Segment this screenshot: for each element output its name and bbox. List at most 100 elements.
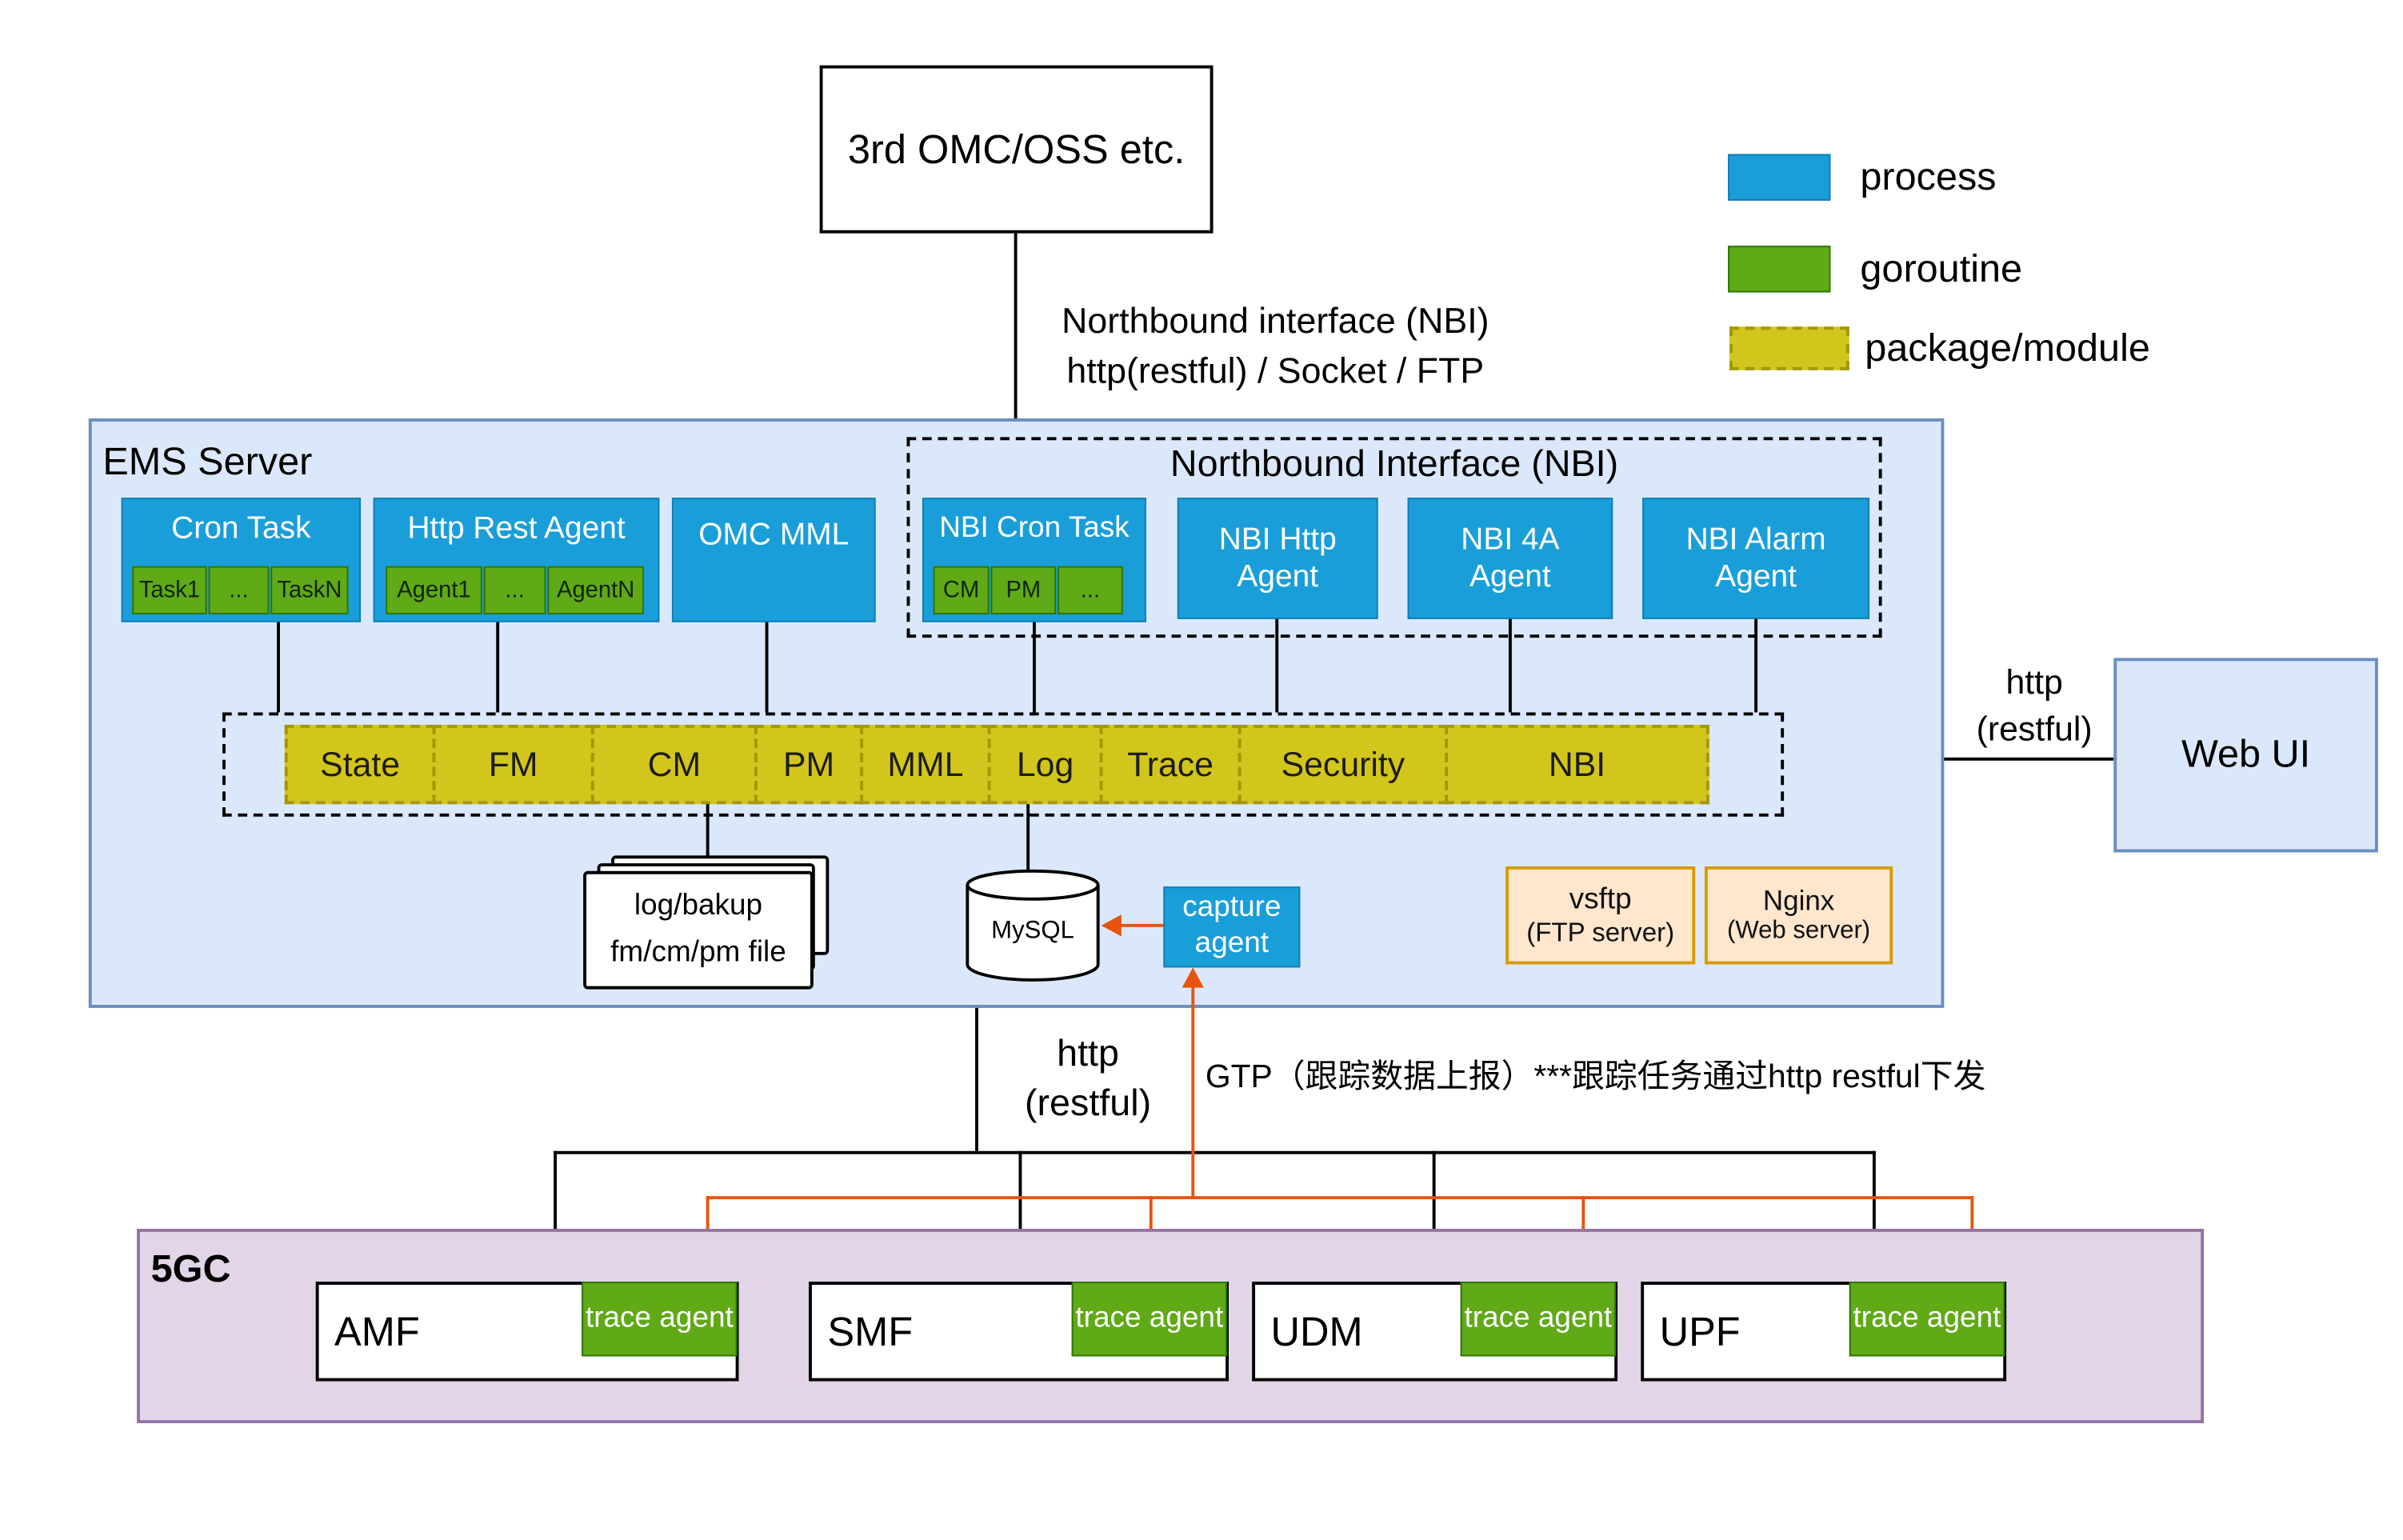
vsftp-box: vsftp (FTP server) — [1505, 866, 1696, 965]
legend-package-swatch — [1729, 326, 1849, 370]
vsftp-name: vsftp — [1569, 882, 1632, 916]
cron-task-item: TaskN — [270, 566, 349, 614]
south-http-label: http (restful) — [1006, 1030, 1170, 1130]
upf-label: UPF — [1659, 1307, 1741, 1354]
module-mml: MML — [860, 725, 991, 805]
drop-smf — [1018, 1150, 1022, 1282]
mysql-db: MySQL — [964, 868, 1101, 983]
external-omc-oss-label: 3rd OMC/OSS etc. — [847, 125, 1186, 172]
smf-label: SMF — [827, 1307, 914, 1354]
file-stack-line2: fm/cm/pm file — [610, 936, 786, 970]
south-http-line2: (restful) — [1024, 1082, 1152, 1126]
http-rest-agent-item: ... — [483, 566, 546, 614]
module-nbi: NBI — [1445, 725, 1709, 805]
module-security: Security — [1237, 725, 1449, 805]
gtp-label: GTP（跟踪数据上报）***跟踪任务通过http restful下发 — [1205, 1059, 1986, 1095]
webui-http-line1: http — [2005, 662, 2063, 702]
module-trace: Trace — [1099, 725, 1241, 805]
module-fm: FM — [432, 725, 594, 805]
nginx-desc: (Web server) — [1726, 918, 1871, 945]
connector-httprest-modules — [496, 622, 500, 713]
nbi-cron-task-items: CM PM ... — [933, 566, 1125, 614]
nginx-name: Nginx — [1762, 885, 1835, 917]
bus-horizontal — [554, 1150, 1876, 1154]
legend-goroutine-swatch — [1728, 246, 1831, 293]
modules-row: State FM CM PM MML Log Trace Security NB… — [284, 725, 1709, 805]
line-capture-to-mysql — [1118, 923, 1164, 927]
arrow-capture-to-mysql — [1101, 914, 1122, 937]
upf-box: UPF trace agent — [1641, 1282, 2007, 1382]
cron-task-title: Cron Task — [171, 511, 311, 546]
amf-box: AMF trace agent — [315, 1282, 739, 1382]
webui-http-label: http (restful) — [1957, 659, 2112, 751]
legend-process-label: process — [1860, 155, 1997, 199]
smf-box: SMF trace agent — [809, 1282, 1229, 1382]
udm-label: UDM — [1270, 1307, 1363, 1354]
legend-process-swatch — [1728, 154, 1831, 201]
connector-nbihttp-modules — [1275, 618, 1279, 713]
http-rest-agent-items: Agent1 ... AgentN — [386, 566, 646, 614]
gtp-horizontal — [706, 1196, 1974, 1200]
connector-ems-5gc — [975, 1007, 978, 1153]
gtp-vertical-main — [1191, 986, 1195, 1198]
smf-trace-agent: trace agent — [1071, 1282, 1228, 1357]
connector-omc-to-ems — [1014, 233, 1018, 419]
drop-amf — [554, 1150, 558, 1282]
ems-server-title: EMS Server — [102, 440, 313, 484]
connector-ems-webui — [1944, 757, 2114, 761]
nbi-cron-task-item: CM — [933, 566, 990, 614]
module-cm: CM — [590, 725, 758, 805]
nbi-cron-task-title: NBI Cron Task — [939, 511, 1130, 545]
omc-mml-label: OMC MML — [698, 518, 850, 553]
nbi-group — [906, 437, 1882, 638]
cron-task-item: ... — [208, 566, 270, 614]
south-http-line1: http — [1057, 1033, 1119, 1075]
arrow-gtp-into-capture — [1182, 967, 1204, 988]
connector-modules-mysql — [1026, 804, 1030, 871]
http-rest-agent-item: Agent1 — [386, 566, 482, 614]
legend-goroutine-label: goroutine — [1860, 247, 2023, 291]
file-stack: log/bakup fm/cm/pm file — [583, 855, 842, 992]
webui-http-line2: (restful) — [1976, 708, 2093, 748]
nbi-alarm-agent-box: NBI Alarm Agent — [1642, 498, 1870, 619]
drop-udm — [1432, 1150, 1436, 1282]
upf-trace-agent: trace agent — [1849, 1282, 2005, 1357]
nbi-4a-agent-box: NBI 4A Agent — [1407, 498, 1613, 619]
nbi-link-label: Northbound interface (NBI) http(restful)… — [995, 295, 1555, 395]
connector-crontask-modules — [277, 622, 280, 713]
module-pm: PM — [754, 725, 864, 805]
modules-group — [222, 712, 1785, 817]
connector-nbicron-modules — [1033, 622, 1036, 713]
udm-box: UDM trace agent — [1252, 1282, 1618, 1382]
nbi-link-line1: Northbound interface (NBI) — [1062, 300, 1489, 341]
module-log: Log — [987, 725, 1103, 805]
drop-upf — [1872, 1150, 1876, 1282]
mysql-cylinder-icon — [966, 869, 1100, 982]
connector-modules-files — [706, 804, 710, 868]
nginx-box: Nginx (Web server) — [1704, 866, 1893, 965]
file-stack-page-front: log/bakup fm/cm/pm file — [583, 870, 814, 990]
mysql-label: MySQL — [991, 918, 1074, 945]
connector-nbi4a-modules — [1508, 618, 1512, 713]
amf-trace-agent: trace agent — [582, 1282, 738, 1357]
nbi-http-agent-box: NBI Http Agent — [1177, 498, 1378, 619]
cron-task-item: Task1 — [132, 566, 207, 614]
connector-nbialarm-modules — [1754, 618, 1758, 713]
external-omc-oss-box: 3rd OMC/OSS etc. — [819, 65, 1213, 234]
http-rest-agent-item: AgentN — [547, 566, 644, 614]
cron-task-items: Task1 ... TaskN — [132, 566, 350, 614]
module-state: State — [284, 725, 436, 805]
http-rest-agent-title: Http Rest Agent — [407, 511, 626, 546]
file-stack-line1: log/bakup — [634, 890, 763, 922]
udm-trace-agent: trace agent — [1460, 1282, 1617, 1357]
vsftp-desc: (FTP server) — [1526, 917, 1675, 947]
nbi-cron-task-item: PM — [990, 566, 1057, 614]
amf-label: AMF — [334, 1307, 420, 1354]
legend-package-label: package/module — [1865, 326, 2150, 370]
web-ui-label: Web UI — [2181, 732, 2311, 777]
nbi-link-line2: http(restful) / Socket / FTP — [1066, 350, 1485, 391]
5gc-title: 5GC — [150, 1247, 231, 1291]
capture-agent-box: capture agent — [1163, 886, 1301, 968]
nbi-cron-task-item: ... — [1058, 566, 1123, 614]
